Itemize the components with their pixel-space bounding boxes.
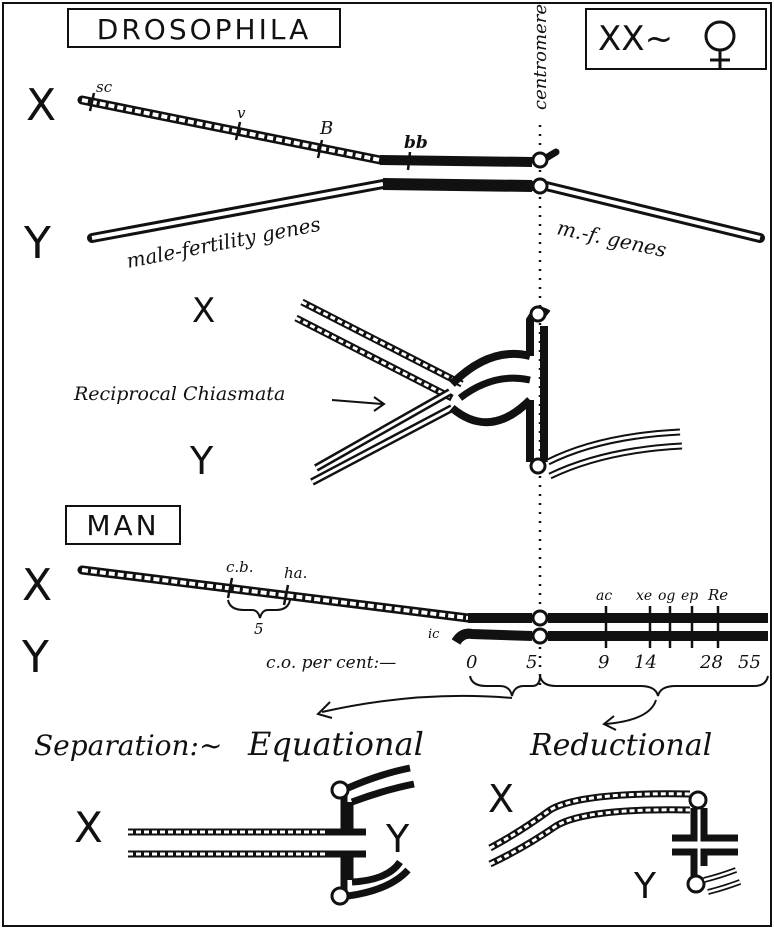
- gene-ha: ha.: [284, 564, 307, 582]
- interval-label: 5: [254, 620, 264, 638]
- man-title-box: [65, 505, 181, 545]
- equational-figure: [128, 764, 415, 906]
- drosophila-y-letter: Y: [23, 218, 51, 269]
- pairing-y-letter: Y: [189, 439, 214, 483]
- drosophila-title-box: [67, 8, 341, 48]
- drosophila-title: DROSOPHILA: [97, 13, 311, 46]
- female-note: XX~: [598, 19, 673, 59]
- eq-y-letter: Y: [385, 817, 410, 861]
- drosophila-y-chromosome: [87, 177, 765, 243]
- man-y-letter: Y: [21, 632, 49, 683]
- pairing-x-letter: X: [192, 291, 215, 331]
- separation-label: Separation:~: [34, 729, 222, 762]
- gene-og: og: [658, 588, 675, 604]
- mf-genes-label: m.-f. genes: [555, 215, 669, 262]
- female-symbol-icon: [704, 20, 736, 68]
- gene-sc: sc: [96, 78, 113, 96]
- drosophila-x-letter: X: [26, 80, 56, 131]
- eq-x-letter: X: [74, 803, 103, 852]
- red-x-letter: X: [488, 777, 514, 821]
- gene-Re: Re: [707, 586, 728, 604]
- separation-braces: [316, 675, 769, 731]
- gene-B: B: [319, 118, 333, 139]
- interval-brace: [227, 599, 291, 619]
- co-value-14: 14: [634, 652, 657, 673]
- co-value-0: 0: [466, 652, 477, 673]
- chiasmata-figure: [294, 298, 683, 486]
- chiasmata-label: Reciprocal Chiasmata: [73, 383, 285, 405]
- co-value-9: 9: [598, 652, 609, 673]
- man-x-letter: X: [22, 560, 52, 611]
- man-y-chromosome: [451, 627, 768, 645]
- co-value-28: 28: [699, 652, 723, 673]
- co-value-5: 5: [526, 652, 537, 673]
- gene-ep: ep: [681, 588, 698, 604]
- female-note-box: [585, 8, 767, 70]
- ic-label: ic: [428, 627, 440, 642]
- drosophila-gene-ticks: [88, 92, 412, 171]
- gene-ac: ac: [596, 588, 612, 604]
- reductional-figure: [488, 790, 742, 895]
- gene-xe: xe: [636, 588, 652, 604]
- man-left-gene-ticks: [226, 577, 290, 606]
- gene-v: v: [237, 104, 246, 122]
- co-label: c.o. per cent:—: [266, 653, 396, 673]
- man-x-chromosome: [77, 565, 768, 627]
- reductional-label: Reductional: [529, 728, 712, 763]
- co-value-55: 55: [738, 652, 761, 673]
- man-right-gene-ticks: [604, 606, 720, 648]
- gene-cb: c.b.: [226, 558, 254, 576]
- chiasmata-arrow: [331, 396, 386, 412]
- male-fertility-label: male-fertility genes: [124, 212, 322, 273]
- drosophila-x-chromosome: [77, 95, 560, 169]
- centromere-label: centromere: [530, 4, 551, 110]
- gene-bb: bb: [404, 133, 428, 153]
- red-y-letter: Y: [633, 866, 657, 907]
- equational-label: Equational: [247, 725, 424, 763]
- man-title: MAN: [86, 509, 159, 542]
